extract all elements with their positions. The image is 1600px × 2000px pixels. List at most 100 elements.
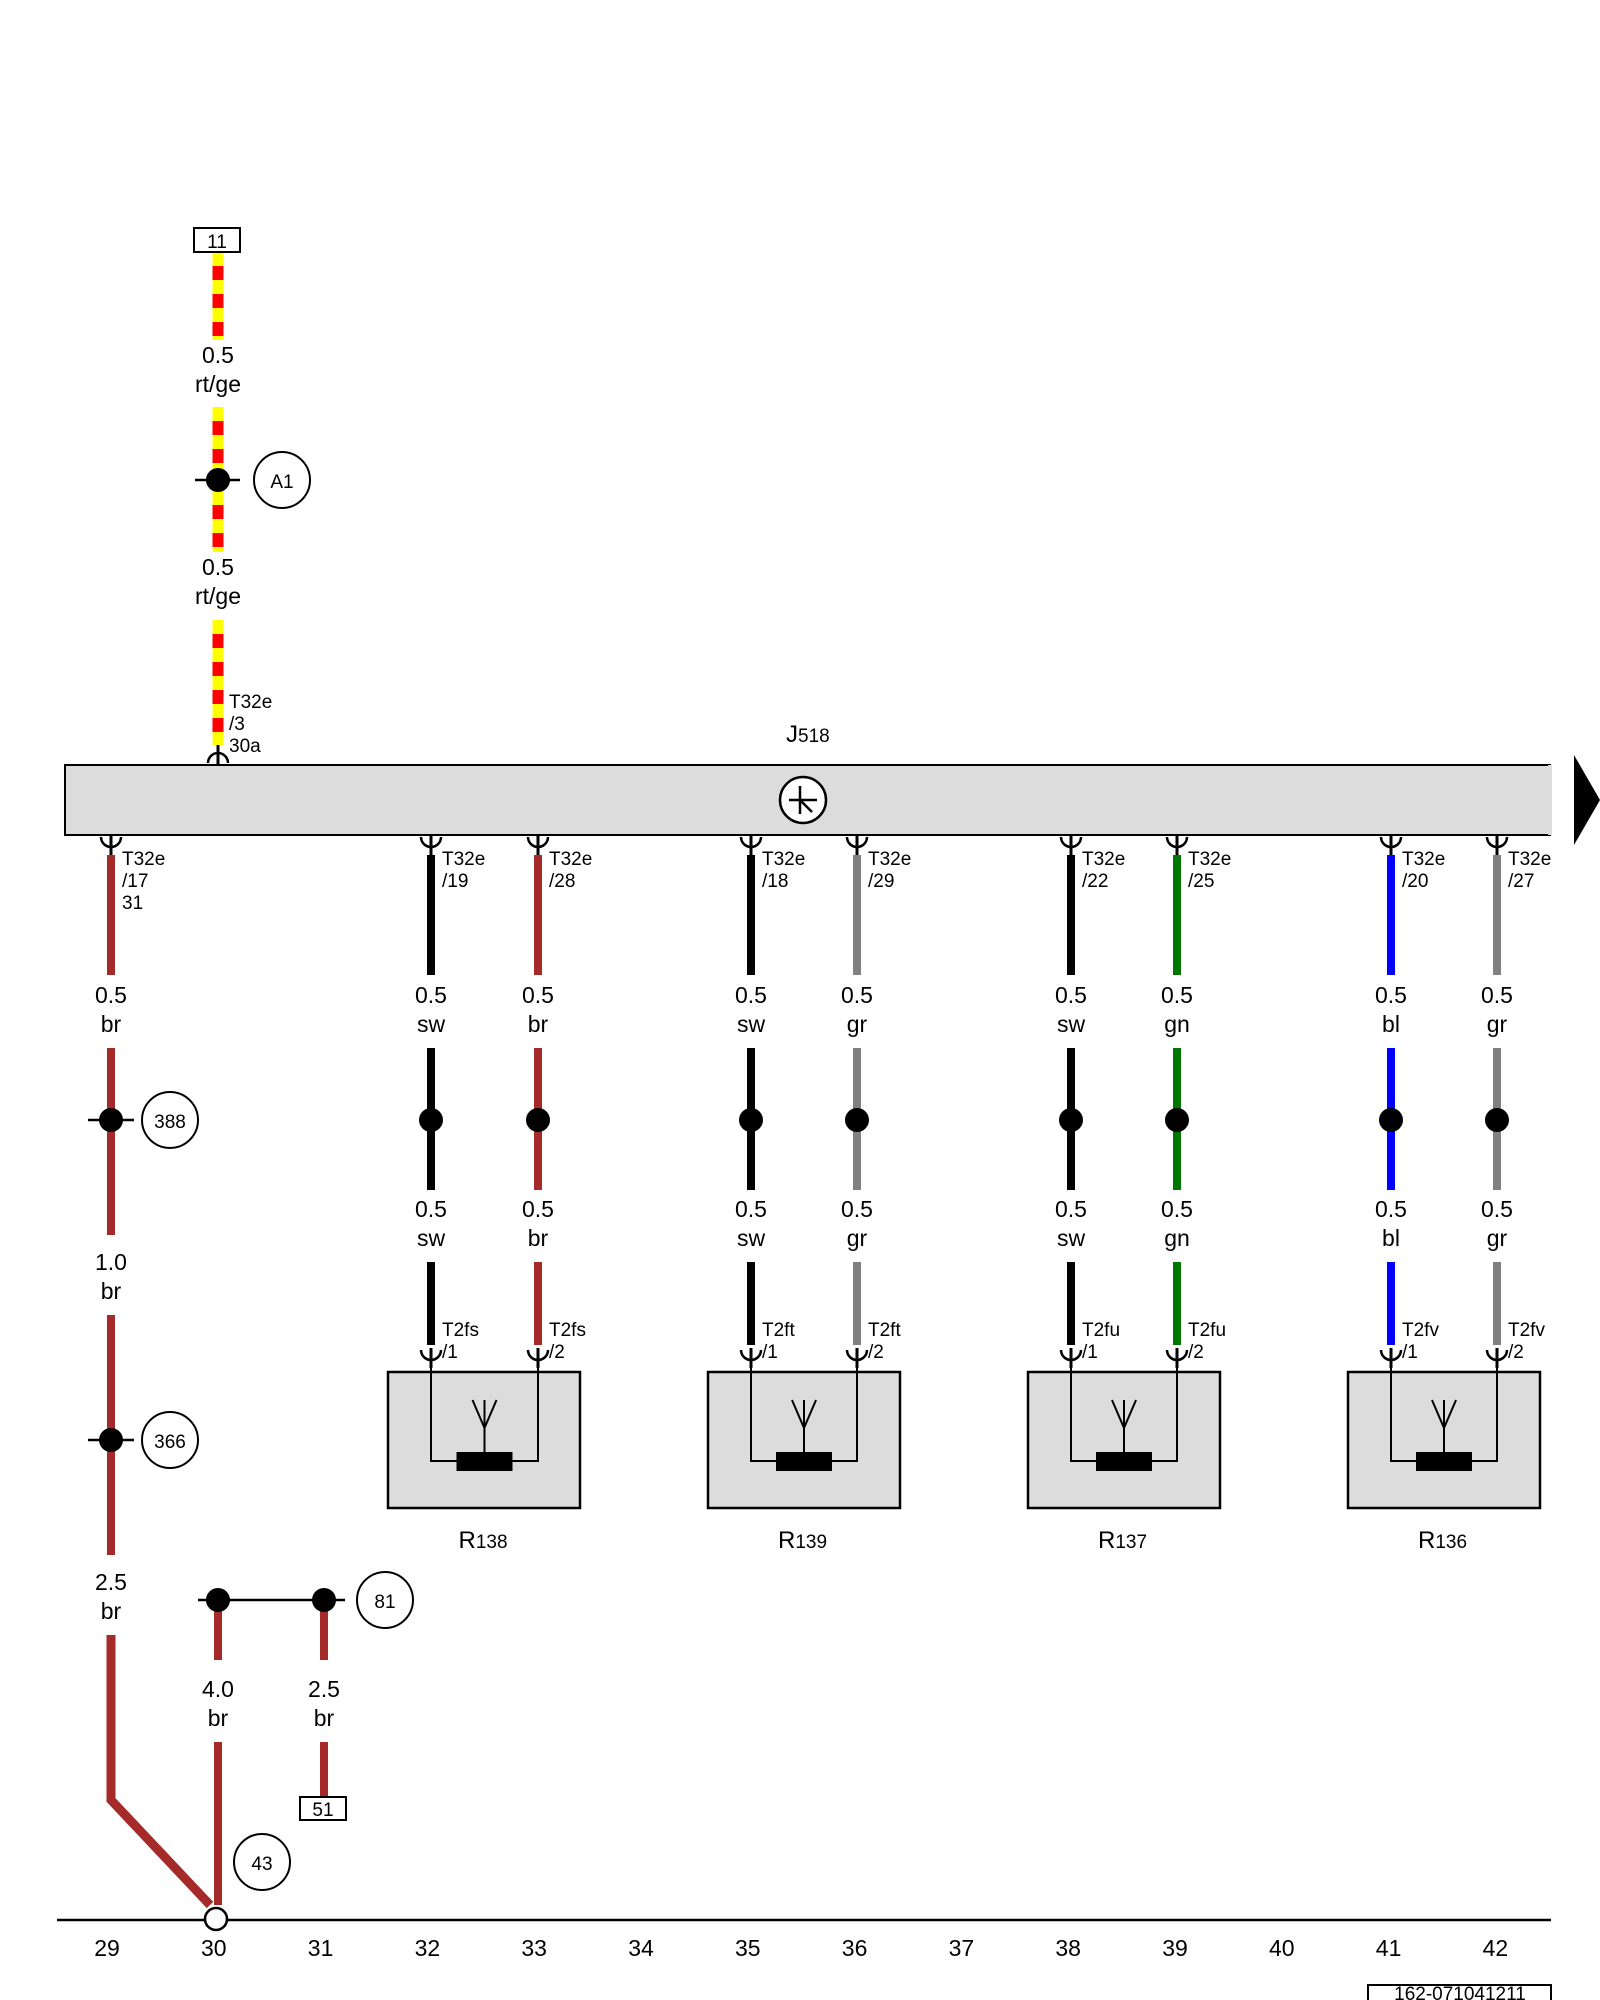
wires xyxy=(106,252,1501,1909)
sensor-R138-antenna-right xyxy=(483,1399,498,1429)
ground-point-43-label: 43 xyxy=(251,1854,272,1875)
sensor-R137-element xyxy=(1096,1452,1152,1471)
left-wire-seg2-label-color: br xyxy=(101,1278,122,1304)
track-number-33: 33 xyxy=(521,1935,547,1961)
pin-T32e-17-label-line-1: /17 xyxy=(122,871,148,892)
ground-point-43-terminal xyxy=(203,1906,229,1932)
sensor-R138-element xyxy=(456,1452,513,1471)
channel-4-seg2-label-size: 0.5 xyxy=(841,1196,873,1222)
sensor-R137-label: R137 xyxy=(1098,1527,1147,1554)
antenna-icon xyxy=(1111,1399,1125,1429)
channel-7-bottom-pin-label-line-1: /1 xyxy=(1402,1342,1418,1363)
channel-3-seg1-label-color: sw xyxy=(737,1011,766,1037)
channel-2-bottom-pin-label-line-0: T2fs xyxy=(549,1320,586,1341)
connector-11-label: 11 xyxy=(207,232,227,253)
sensor-R138-prefix: R xyxy=(459,1527,476,1554)
splice-366-dot xyxy=(99,1428,123,1452)
pin-T32e-3-label-line-0: T32e xyxy=(229,692,272,713)
channel-3-bottom-pin-label-line-1: /1 xyxy=(762,1342,778,1363)
channel-7-seg1-label-size: 0.5 xyxy=(1375,982,1407,1008)
splice-A1-dot xyxy=(206,468,230,492)
labels: J5180.5rt/ge0.5rt/geT32e/330aT32e/17310.… xyxy=(94,342,1551,2000)
splice-81-circle xyxy=(356,1571,414,1629)
channel-2-seg2-label-size: 0.5 xyxy=(522,1196,554,1222)
channel-5-bottom-pin-label-line-1: /1 xyxy=(1082,1342,1098,1363)
channel-4-top-pin-label-line-1: /29 xyxy=(868,871,894,892)
channel-8-seg2-label-size: 0.5 xyxy=(1481,1196,1513,1222)
track-number-36: 36 xyxy=(842,1935,868,1961)
pin-T32e-3-label-line-2: 30a xyxy=(229,736,261,757)
sensor-R137-prefix: R xyxy=(1098,1527,1115,1554)
channel-4-seg1-label-color: gr xyxy=(847,1011,868,1037)
channel-6-seg2-label-color: gn xyxy=(1164,1225,1190,1251)
channel-2-seg2-label-color: br xyxy=(528,1225,549,1251)
channel-1-top-pin-label-line-0: T32e xyxy=(442,849,485,870)
channel-7-seg2-label-size: 0.5 xyxy=(1375,1196,1407,1222)
ground-wire-b-label-color: br xyxy=(314,1705,335,1731)
channel-6-seg2-label-size: 0.5 xyxy=(1161,1196,1193,1222)
channel-2-top-pin-label-line-1: /28 xyxy=(549,871,575,892)
channel-5-seg1-label-color: sw xyxy=(1057,1011,1086,1037)
track-number-41: 41 xyxy=(1376,1935,1402,1961)
sensor-R138-number: 138 xyxy=(476,1532,508,1553)
channel-5-bottom-pin-label-line-0: T2fu xyxy=(1082,1320,1120,1341)
left-wire-seg3-bend xyxy=(106,1635,214,1909)
channel-1-top-pin-label-line-1: /19 xyxy=(442,871,468,892)
sensor-R139-antenna-right xyxy=(803,1399,817,1429)
channel-8-seg1-label-size: 0.5 xyxy=(1481,982,1513,1008)
channel-1-bottom-pin-label-line-0: T2fs xyxy=(442,1320,479,1341)
channel-4-bottom-pin-label-line-1: /2 xyxy=(868,1342,884,1363)
channel-7-top-pin-label-line-1: /20 xyxy=(1402,871,1428,892)
track-number-34: 34 xyxy=(628,1935,654,1961)
control-unit-number: 518 xyxy=(798,726,830,747)
channel-8-top-pin-label-line-1: /27 xyxy=(1508,871,1534,892)
channel-2-bottom-pin-label-line-1: /2 xyxy=(549,1342,565,1363)
channel-4-seg1-label-size: 0.5 xyxy=(841,982,873,1008)
sensor-R136-prefix: R xyxy=(1418,1527,1435,1554)
track-number-30: 30 xyxy=(201,1935,227,1961)
splice-388-label: 388 xyxy=(154,1112,186,1133)
track-number-35: 35 xyxy=(735,1935,761,1961)
connector-51-box xyxy=(299,1796,347,1821)
track-number-40: 40 xyxy=(1269,1935,1295,1961)
left-wire-seg3-label-color: br xyxy=(101,1598,122,1624)
sensor-R136-label: R136 xyxy=(1418,1527,1467,1554)
channel-6-bottom-pin-label-line-0: T2fu xyxy=(1188,1320,1226,1341)
ground-point-43-circle xyxy=(233,1833,291,1891)
channel-1-bottom-pin-label-line-1: /1 xyxy=(442,1342,458,1363)
splice-A1-circle xyxy=(253,451,311,509)
top-wire-seg2-label-color: rt/ge xyxy=(195,583,241,609)
channel-7-seg1-label-color: bl xyxy=(1382,1011,1400,1037)
channel-4-bottom-pin-label-line-0: T2ft xyxy=(868,1320,901,1341)
channel-2-splice-dot xyxy=(526,1108,550,1132)
left-wire-seg3-label-size: 2.5 xyxy=(95,1569,127,1595)
channel-8-splice-dot xyxy=(1485,1108,1509,1132)
channel-4-seg2-label-color: gr xyxy=(847,1225,868,1251)
sensor-R136-antenna-right xyxy=(1443,1399,1457,1429)
antenna-icon xyxy=(1431,1399,1445,1429)
channel-1-seg1-label-size: 0.5 xyxy=(415,982,447,1008)
channel-5-seg2-label-size: 0.5 xyxy=(1055,1196,1087,1222)
channel-2-seg1-label-size: 0.5 xyxy=(522,982,554,1008)
channel-8-bottom-pin-label-line-0: T2fv xyxy=(1508,1320,1545,1341)
top-wire-seg2-label-size: 0.5 xyxy=(202,554,234,580)
channel-6-top-pin-label-line-1: /25 xyxy=(1188,871,1214,892)
channel-6-bottom-pin-label-line-1: /2 xyxy=(1188,1342,1204,1363)
connector-11-box xyxy=(193,227,241,253)
sensor-R139-prefix: R xyxy=(778,1527,795,1554)
channel-6-seg1-label-color: gn xyxy=(1164,1011,1190,1037)
sensor-R139-number: 139 xyxy=(795,1532,827,1553)
track-number-42: 42 xyxy=(1483,1935,1509,1961)
arrow-right-icon xyxy=(1574,755,1600,845)
channel-6-top-pin-label-line-0: T32e xyxy=(1188,849,1231,870)
ground-wire-a-label-size: 4.0 xyxy=(202,1676,234,1702)
channel-3-splice-dot xyxy=(739,1108,763,1132)
pin-T32e-17-label-line-2: 31 xyxy=(122,893,143,914)
diagram-frame xyxy=(57,755,1600,2000)
channel-8-seg2-label-color: gr xyxy=(1487,1225,1508,1251)
key-icon-diag xyxy=(799,799,813,813)
channel-7-bottom-pin-label-line-0: T2fv xyxy=(1402,1320,1439,1341)
ground-wire-a-label-color: br xyxy=(208,1705,229,1731)
